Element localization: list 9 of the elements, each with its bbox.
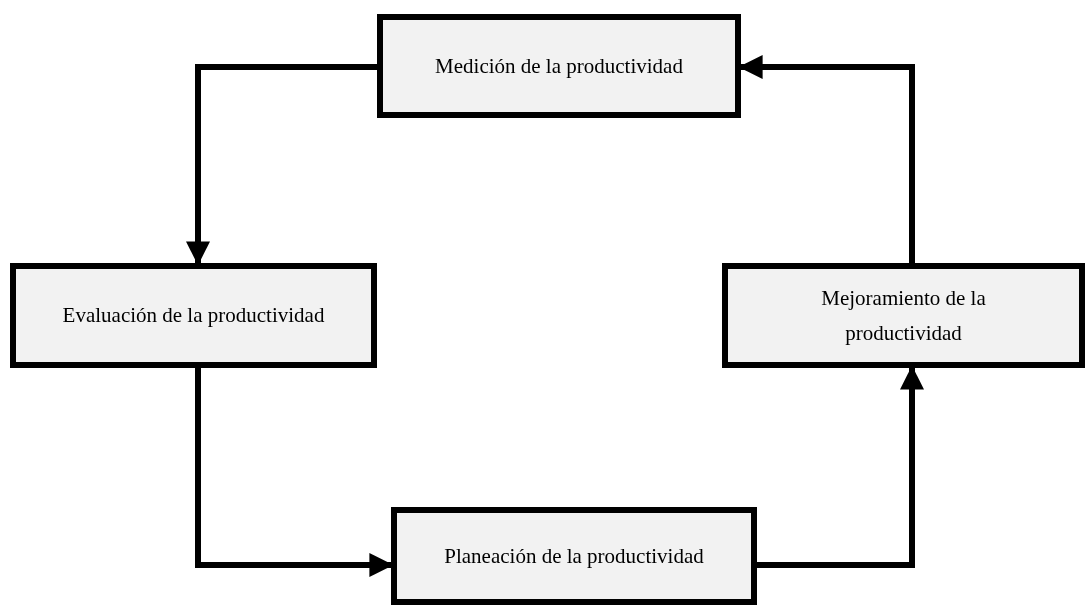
box-label: Planeación de la productividad <box>444 542 704 570</box>
arrow <box>186 64 377 266</box>
box-label: Mejoramiento de la productividad <box>820 284 987 347</box>
process-box <box>391 507 757 605</box>
process-box <box>722 263 1085 368</box>
box-label: Evaluación de la productividad <box>62 302 325 330</box>
box-label: Medición de la productividad <box>435 52 683 80</box>
process-box <box>377 14 741 118</box>
process-box <box>10 263 377 368</box>
